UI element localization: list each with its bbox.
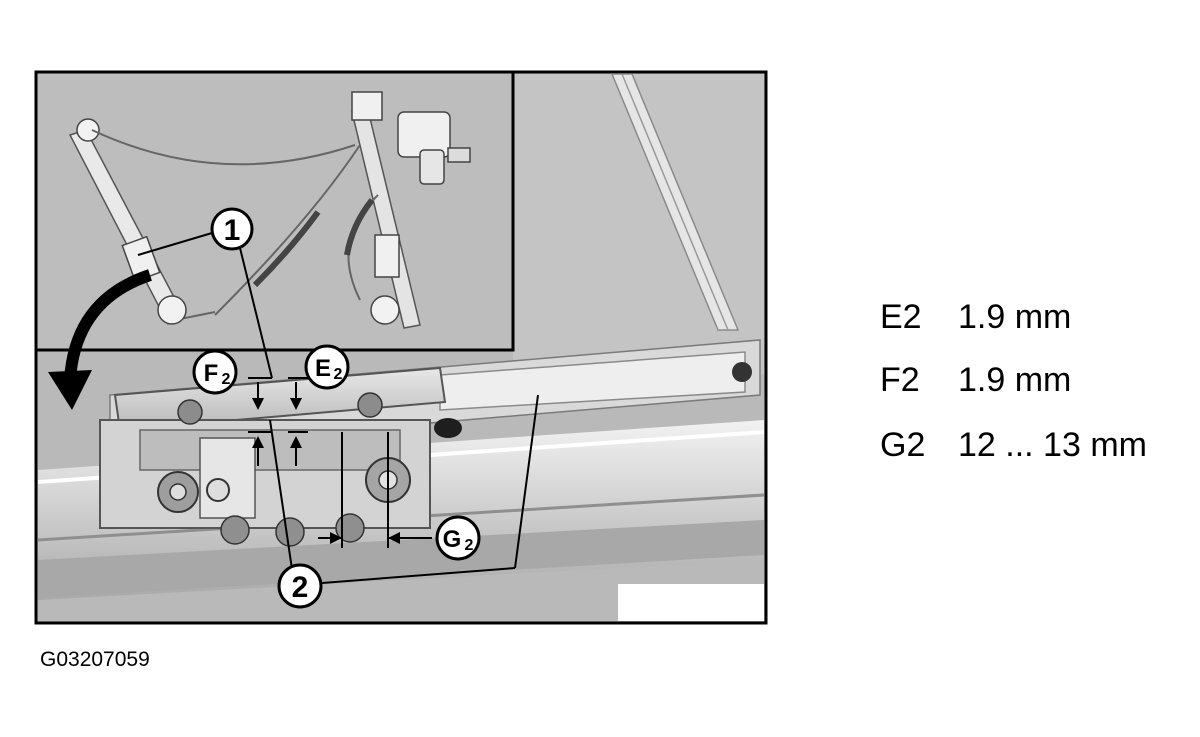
svg-text:2: 2 [465,537,474,554]
svg-text:2: 2 [334,366,343,383]
callout-f2: F 2 [192,349,238,395]
figure-id: G03207059 [40,648,150,671]
svg-text:2: 2 [222,371,231,388]
callout-2: 2 [277,563,323,609]
dimension-arrows [252,382,400,544]
callout-1: 1 [210,207,254,251]
spec-value: 1.9 mm [958,298,1072,336]
svg-text:E: E [315,355,331,382]
spec-key: G2 [880,426,926,464]
leader-lines [137,232,539,584]
callout-g2: G 2 [435,515,481,561]
spec-row-g2: G2 12 ... 13 mm [880,426,1147,465]
spec-value: 1.9 mm [958,361,1072,399]
spec-row-e2: E2 1.9 mm [880,298,1071,337]
spec-row-f2: F2 1.9 mm [880,361,1071,400]
svg-text:G: G [443,526,462,553]
svg-text:2: 2 [292,571,309,604]
spec-key: E2 [880,298,922,336]
inset-photo [34,70,515,352]
svg-text:1: 1 [224,214,241,247]
spec-key: F2 [880,361,920,399]
svg-text:F: F [204,360,219,387]
spec-value: 12 ... 13 mm [958,426,1147,464]
callout-e2: E 2 [304,344,350,390]
detail-arrow [48,269,152,410]
